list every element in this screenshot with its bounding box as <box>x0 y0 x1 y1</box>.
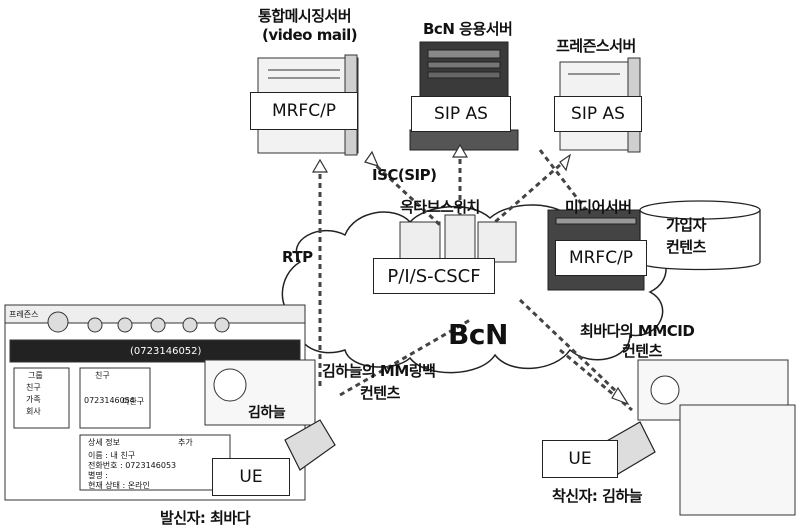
mrfc-media-box: MRFC/P <box>555 240 647 276</box>
subscriber-label: 가입자 <box>666 214 706 235</box>
mmcid-label-line2: 컨텐츠 <box>622 340 662 361</box>
bcn-app-server-title: BcN 응용서버 <box>423 18 512 39</box>
media-server-label: 미디어서버 <box>565 196 632 217</box>
friend-item[interactable]: 이한구 <box>122 396 144 407</box>
softswitch-equipment <box>400 215 516 262</box>
app-title: 프레즌스 <box>9 309 38 320</box>
ringback-label-line1: 김하늘의 MM링백 <box>322 360 435 381</box>
rtp-label: RTP <box>282 248 313 266</box>
subscriber-contents-label: 컨텐츠 <box>666 236 706 257</box>
detail-line: 현재 상태 : 온라인 <box>88 480 150 491</box>
group-item[interactable]: 가족 <box>26 394 41 405</box>
group-item[interactable]: 회사 <box>26 406 41 417</box>
receiver-label: 착신자: 김하늘 <box>552 485 642 506</box>
add-tab[interactable]: 추가 <box>178 437 193 448</box>
mrfc-top-box: MRFC/P <box>250 92 358 130</box>
sip-as-box-2: SIP AS <box>554 96 642 132</box>
sender-label: 발신자: 최바다 <box>160 507 250 528</box>
ue-left-box: UE <box>212 458 290 496</box>
presence-server-title: 프레즌스서버 <box>556 35 636 56</box>
mmcid-label-line1: 최바다의 MMCID <box>580 320 694 341</box>
ringback-label-line2: 컨텐츠 <box>360 382 400 403</box>
softswitch-label: 옥타브스위치 <box>400 196 480 217</box>
app-phone-bar: (0723146052) <box>130 346 201 357</box>
group-item[interactable]: 친구 <box>26 382 41 393</box>
bcn-label: BcN <box>448 318 508 351</box>
ue-right-box: UE <box>542 440 618 478</box>
name-card-label: 김하늘 <box>248 402 285 422</box>
isc-label: ISC(SIP) <box>372 166 436 184</box>
friend-header: 친구 <box>95 370 110 381</box>
detail-tab[interactable]: 상세 정보 <box>88 437 120 448</box>
messaging-server-title: 통합메시징서버 <box>258 5 351 26</box>
group-header: 그룹 <box>28 370 43 381</box>
mmcid-image <box>638 360 795 515</box>
sip-as-box-1: SIP AS <box>411 96 511 132</box>
messaging-server-subtitle: (video mail) <box>262 26 357 44</box>
cscf-box: P/I/S-CSCF <box>373 258 495 294</box>
